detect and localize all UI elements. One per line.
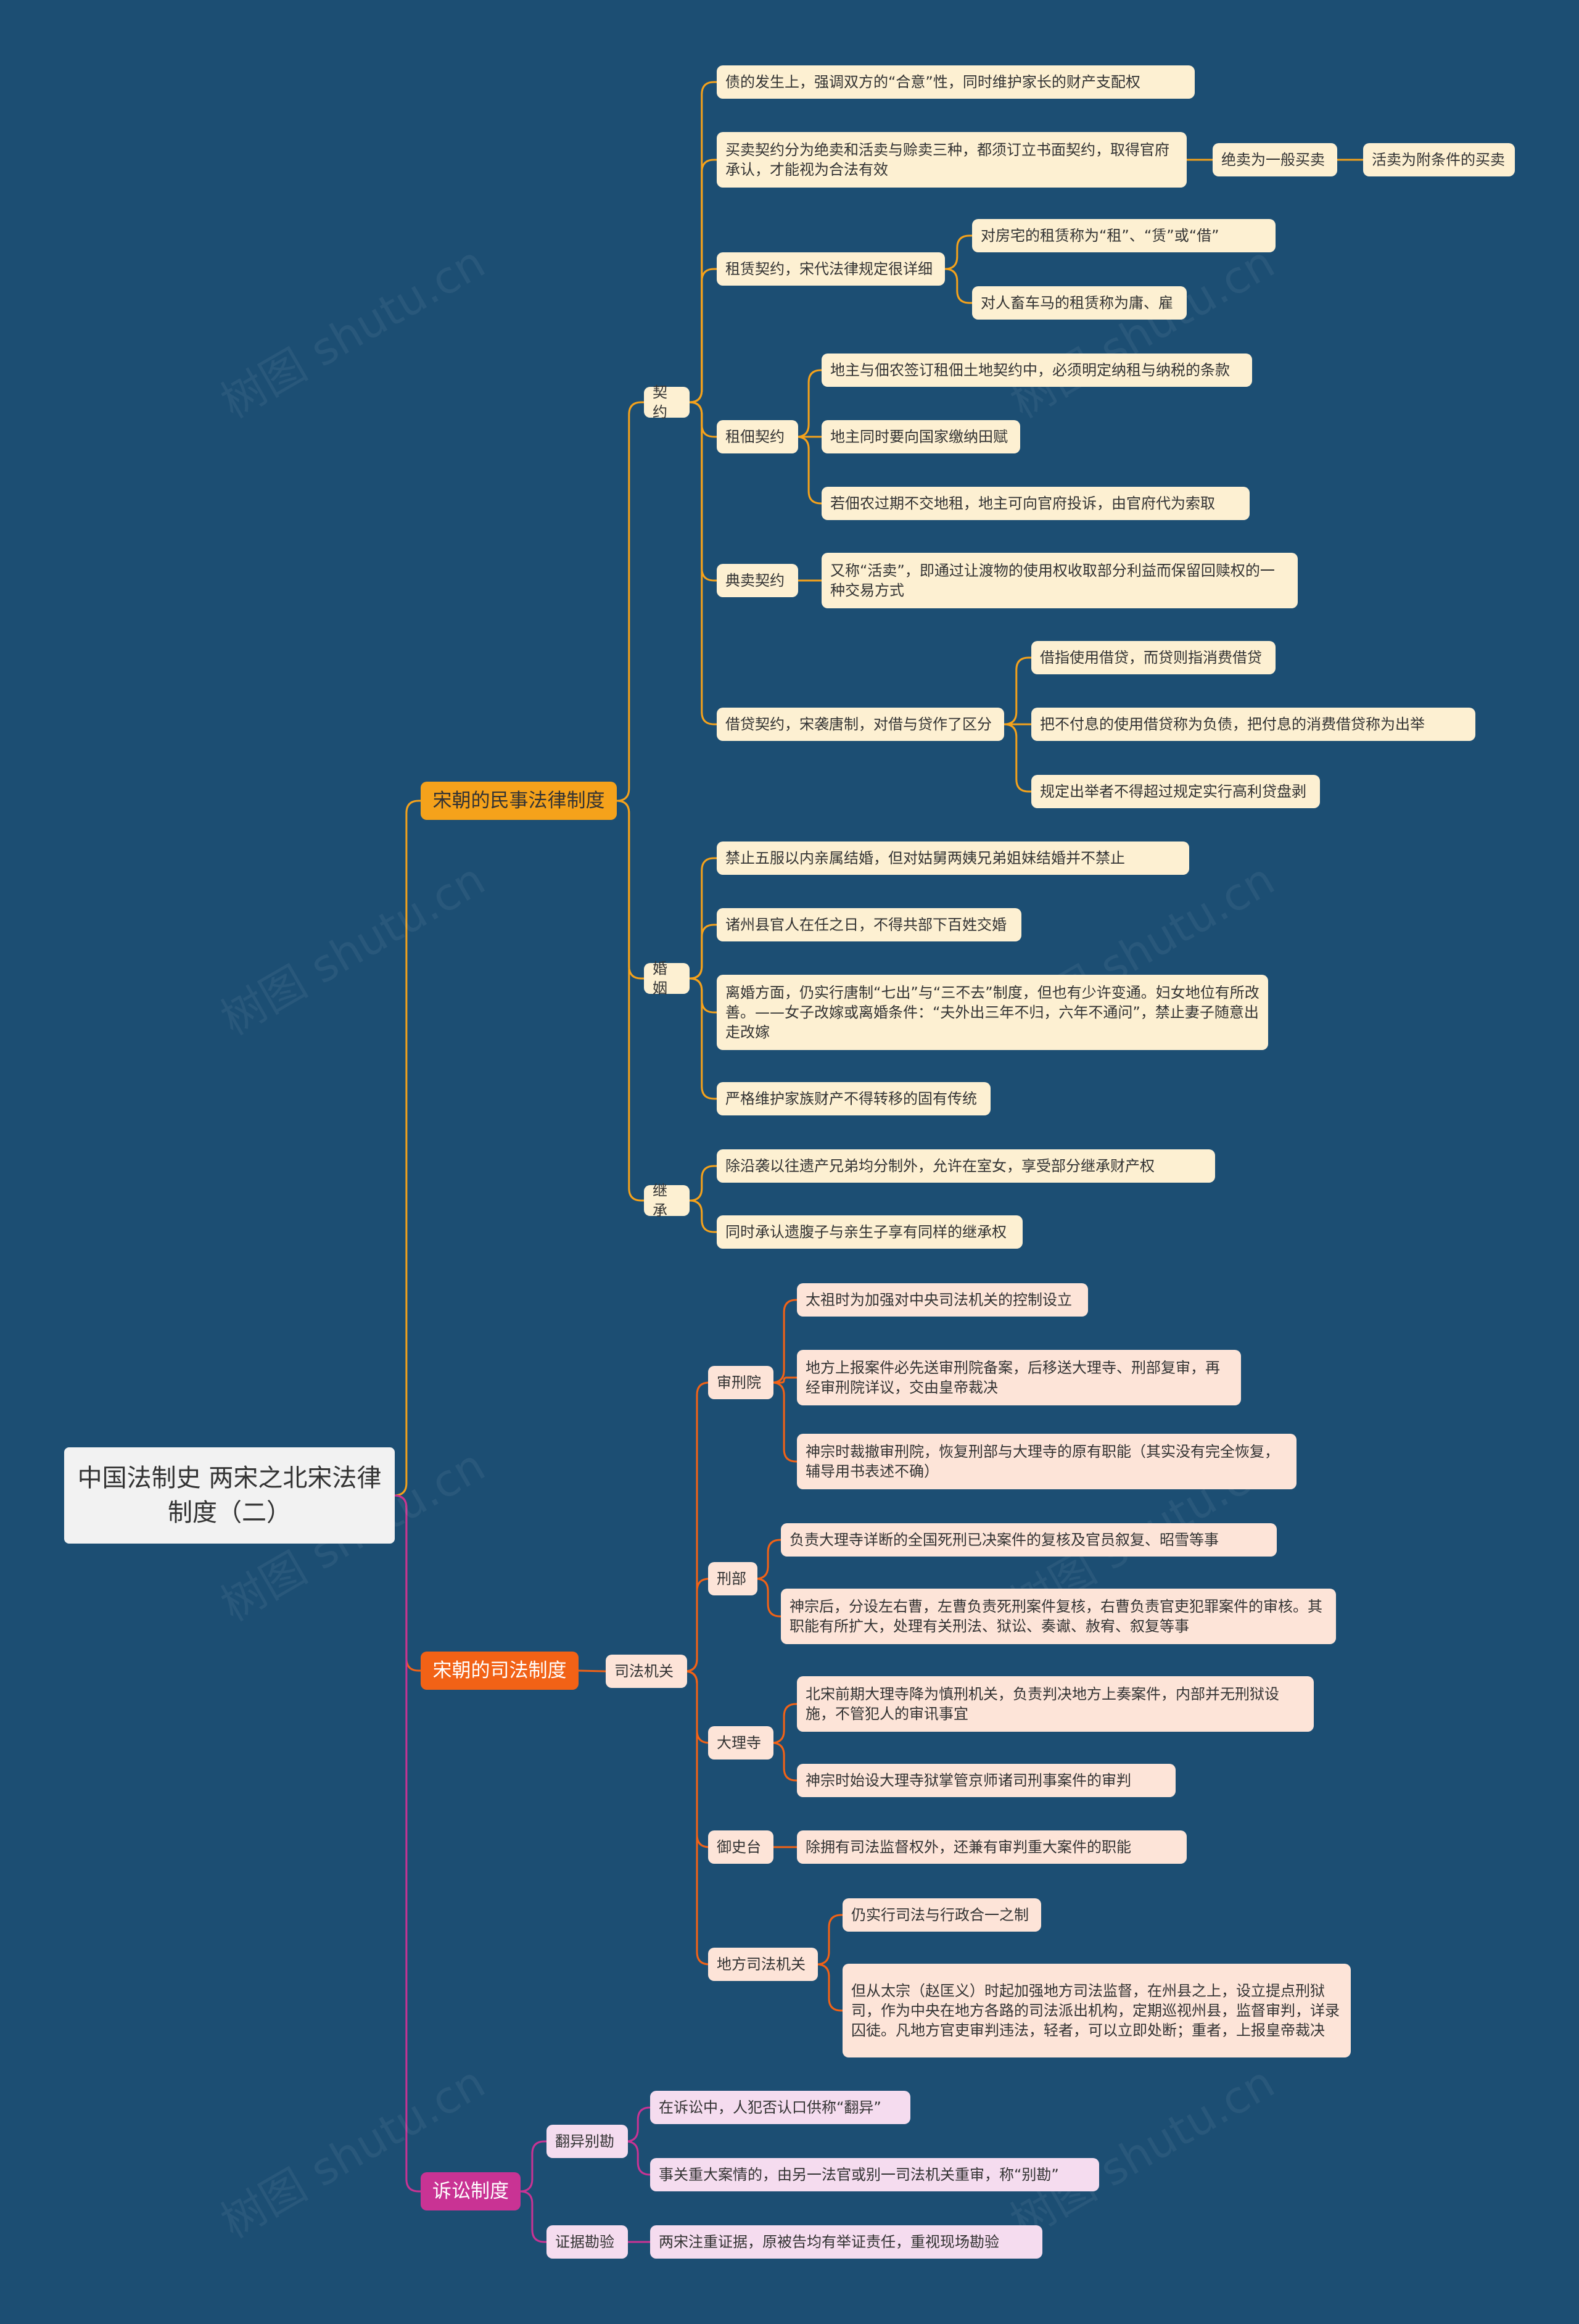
connector <box>616 800 644 1202</box>
pawn-description[interactable]: 又称“活卖”，即通过让渡物的使用权收取部分利益而保留回赎权的一种交易方式 <box>822 553 1298 608</box>
lease-house[interactable]: 对房宅的租赁称为“租”、“赁”或“借” <box>972 219 1276 252</box>
dalisi-item[interactable]: 北宋前期大理寺降为慎刑机关，负责判决地方上奏案件，内部并无刑狱设施，不管犯人的审… <box>797 1676 1314 1732</box>
connector <box>689 81 717 403</box>
topic-inheritance[interactable]: 继承 <box>644 1182 690 1219</box>
contract-loan[interactable]: 借贷契约，宋袭唐制，对借与贷作了区分 <box>717 708 1004 741</box>
topic-judicial-organs[interactable]: 司法机关 <box>606 1655 687 1688</box>
marriage-item[interactable]: 禁止五服以内亲属结婚，但对姑舅两姨兄弟姐妹结婚并不禁止 <box>717 842 1189 875</box>
lease-animals[interactable]: 对人畜车马的租赁称为庸、雇 <box>972 286 1187 320</box>
branch-litigation-system[interactable]: 诉讼制度 <box>421 2172 521 2210</box>
connector <box>689 1165 717 1202</box>
connector <box>816 1963 843 2012</box>
tenancy-item[interactable]: 若佃农过期不交地租，地主可向官府投诉，由官府代为索取 <box>822 487 1250 520</box>
connector <box>796 369 822 438</box>
connector <box>772 1299 797 1384</box>
contract-tenancy[interactable]: 租佃契约 <box>717 420 798 453</box>
local-judicial-item[interactable]: 仍实行司法与行政合一之制 <box>843 1898 1041 1932</box>
organ-dalisi[interactable]: 大理寺 <box>708 1726 773 1760</box>
connector <box>394 1494 421 1672</box>
connector <box>773 1376 797 1384</box>
organ-yushitai[interactable]: 御史台 <box>708 1830 773 1864</box>
connector <box>684 1670 710 1966</box>
marriage-item[interactable]: 严格维护家族财产不得转移的固有传统 <box>717 1082 991 1115</box>
sale-absolute[interactable]: 绝卖为一般买卖 <box>1213 143 1337 176</box>
connector <box>689 401 717 726</box>
connector <box>625 2140 651 2176</box>
sale-conditional[interactable]: 活卖为附条件的买卖 <box>1363 143 1515 176</box>
connector <box>689 977 717 1014</box>
connector <box>394 800 421 1497</box>
topic-fanyi-biekan[interactable]: 翻异别勘 <box>546 2125 628 2158</box>
connector <box>689 977 717 1100</box>
shenxingyuan-item[interactable]: 地方上报案件必先送审刑院备案，后移送大理寺、刑部复审，再经审刑院详议，交由皇帝裁… <box>797 1350 1241 1405</box>
yushitai-item[interactable]: 除拥有司法监督权外，还兼有审判重大案件的职能 <box>797 1830 1187 1864</box>
loan-item[interactable]: 把不付息的使用借贷称为负债，把付息的消费借贷称为出举 <box>1031 708 1475 741</box>
branch-judicial-system[interactable]: 宋朝的司法制度 <box>421 1652 579 1690</box>
connector <box>944 234 972 270</box>
connector <box>689 401 717 438</box>
contract-pawn[interactable]: 典卖契约 <box>717 564 798 597</box>
organ-local-judicial[interactable]: 地方司法机关 <box>708 1948 818 1981</box>
connector <box>689 1199 717 1233</box>
connector <box>772 1381 797 1463</box>
connector <box>816 1914 843 1966</box>
connector <box>519 2140 546 2193</box>
root-topic[interactable]: 中国法制史 两宋之北宋法律制度（二） <box>64 1447 395 1544</box>
contract-debt[interactable]: 债的发生上，强调双方的“合意”性，同时维护家长的财产支配权 <box>717 65 1195 99</box>
connector <box>796 436 822 505</box>
shenxingyuan-item[interactable]: 神宗时裁撤审刑院，恢复刑部与大理寺的原有职能（其实没有完全恢复，辅导用书表述不确… <box>797 1434 1297 1489</box>
marriage-item[interactable]: 诸州县官人在任之日，不得共部下百姓交婚 <box>717 908 1021 941</box>
connector <box>394 1494 421 2193</box>
connector <box>625 2106 651 2143</box>
branch-civil-law[interactable]: 宋朝的民事法律制度 <box>421 782 617 820</box>
connector <box>689 159 717 403</box>
fanyi-item[interactable]: 事关重大案情的，由另一法官或别一司法机关重审，称“别勘” <box>650 2158 1099 2191</box>
connector <box>1004 656 1031 726</box>
tenancy-item[interactable]: 地主与佃农签订租佃土地契约中，必须明定纳租与纳税的条款 <box>822 354 1252 387</box>
loan-item[interactable]: 规定出举者不得超过规定实行高利贷盘剥 <box>1031 775 1320 808</box>
inheritance-item[interactable]: 同时承认遗腹子与亲生子享有同样的继承权 <box>717 1215 1023 1249</box>
marriage-item[interactable]: 离婚方面，仍实行唐制“七出”与“三不去”制度，但也有少许变通。妇女地位有所改善。… <box>717 975 1268 1050</box>
organ-shenxingyuan[interactable]: 审刑院 <box>708 1366 773 1399</box>
connector <box>1004 723 1031 793</box>
connector <box>944 268 972 304</box>
connector <box>756 1539 781 1580</box>
contract-lease[interactable]: 租赁契约，宋代法律规定很详细 <box>717 252 945 286</box>
topic-contract[interactable]: 契约 <box>644 384 690 421</box>
organ-xingbu[interactable]: 刑部 <box>708 1562 757 1595</box>
fanyi-item[interactable]: 在诉讼中，人犯否认口供称“翻异” <box>650 2091 910 2124</box>
connector <box>689 268 717 403</box>
local-judicial-item[interactable]: 但从太宗（赵匡义）时起加强地方司法监督，在州县之上，设立提点刑狱司，作为中央在地… <box>843 1964 1351 2057</box>
connector <box>616 800 644 980</box>
connector <box>689 924 717 980</box>
connector <box>772 1703 797 1744</box>
loan-item[interactable]: 借指使用借贷，而贷则指消费借贷 <box>1031 641 1276 674</box>
topic-marriage[interactable]: 婚姻 <box>644 960 690 997</box>
connector <box>772 1742 797 1782</box>
dalisi-item[interactable]: 神宗时始设大理寺狱掌管京师诸司刑事案件的审判 <box>797 1764 1176 1797</box>
tenancy-item[interactable]: 地主同时要向国家缴纳田赋 <box>822 420 1020 453</box>
connector <box>519 2190 546 2243</box>
inheritance-item[interactable]: 除沿袭以往遗产兄弟均分制外，允许在室女，享受部分继承财产权 <box>717 1149 1215 1183</box>
connector <box>684 1578 710 1673</box>
shenxingyuan-item[interactable]: 太祖时为加强对中央司法机关的控制设立 <box>797 1283 1088 1317</box>
evidence-item[interactable]: 两宋注重证据，原被告均有举证责任，重视现场勘验 <box>650 2225 1042 2259</box>
xingbu-item[interactable]: 负责大理寺详断的全国死刑已决案件的复核及官员叙复、昭雪等事 <box>781 1523 1277 1557</box>
connector <box>616 401 644 802</box>
connector <box>756 1578 781 1618</box>
topic-evidence[interactable]: 证据勘验 <box>546 2225 628 2259</box>
connector <box>689 857 717 980</box>
contract-sale[interactable]: 买卖契约分为绝卖和活卖与赊卖三种，都须订立书面契约，取得官府承认，才能视为合法有… <box>717 132 1187 188</box>
xingbu-item[interactable]: 神宗后，分设左右曹，左曹负责死刑案件复核，右曹负责官吏犯罪案件的审核。其职能有所… <box>781 1589 1336 1644</box>
